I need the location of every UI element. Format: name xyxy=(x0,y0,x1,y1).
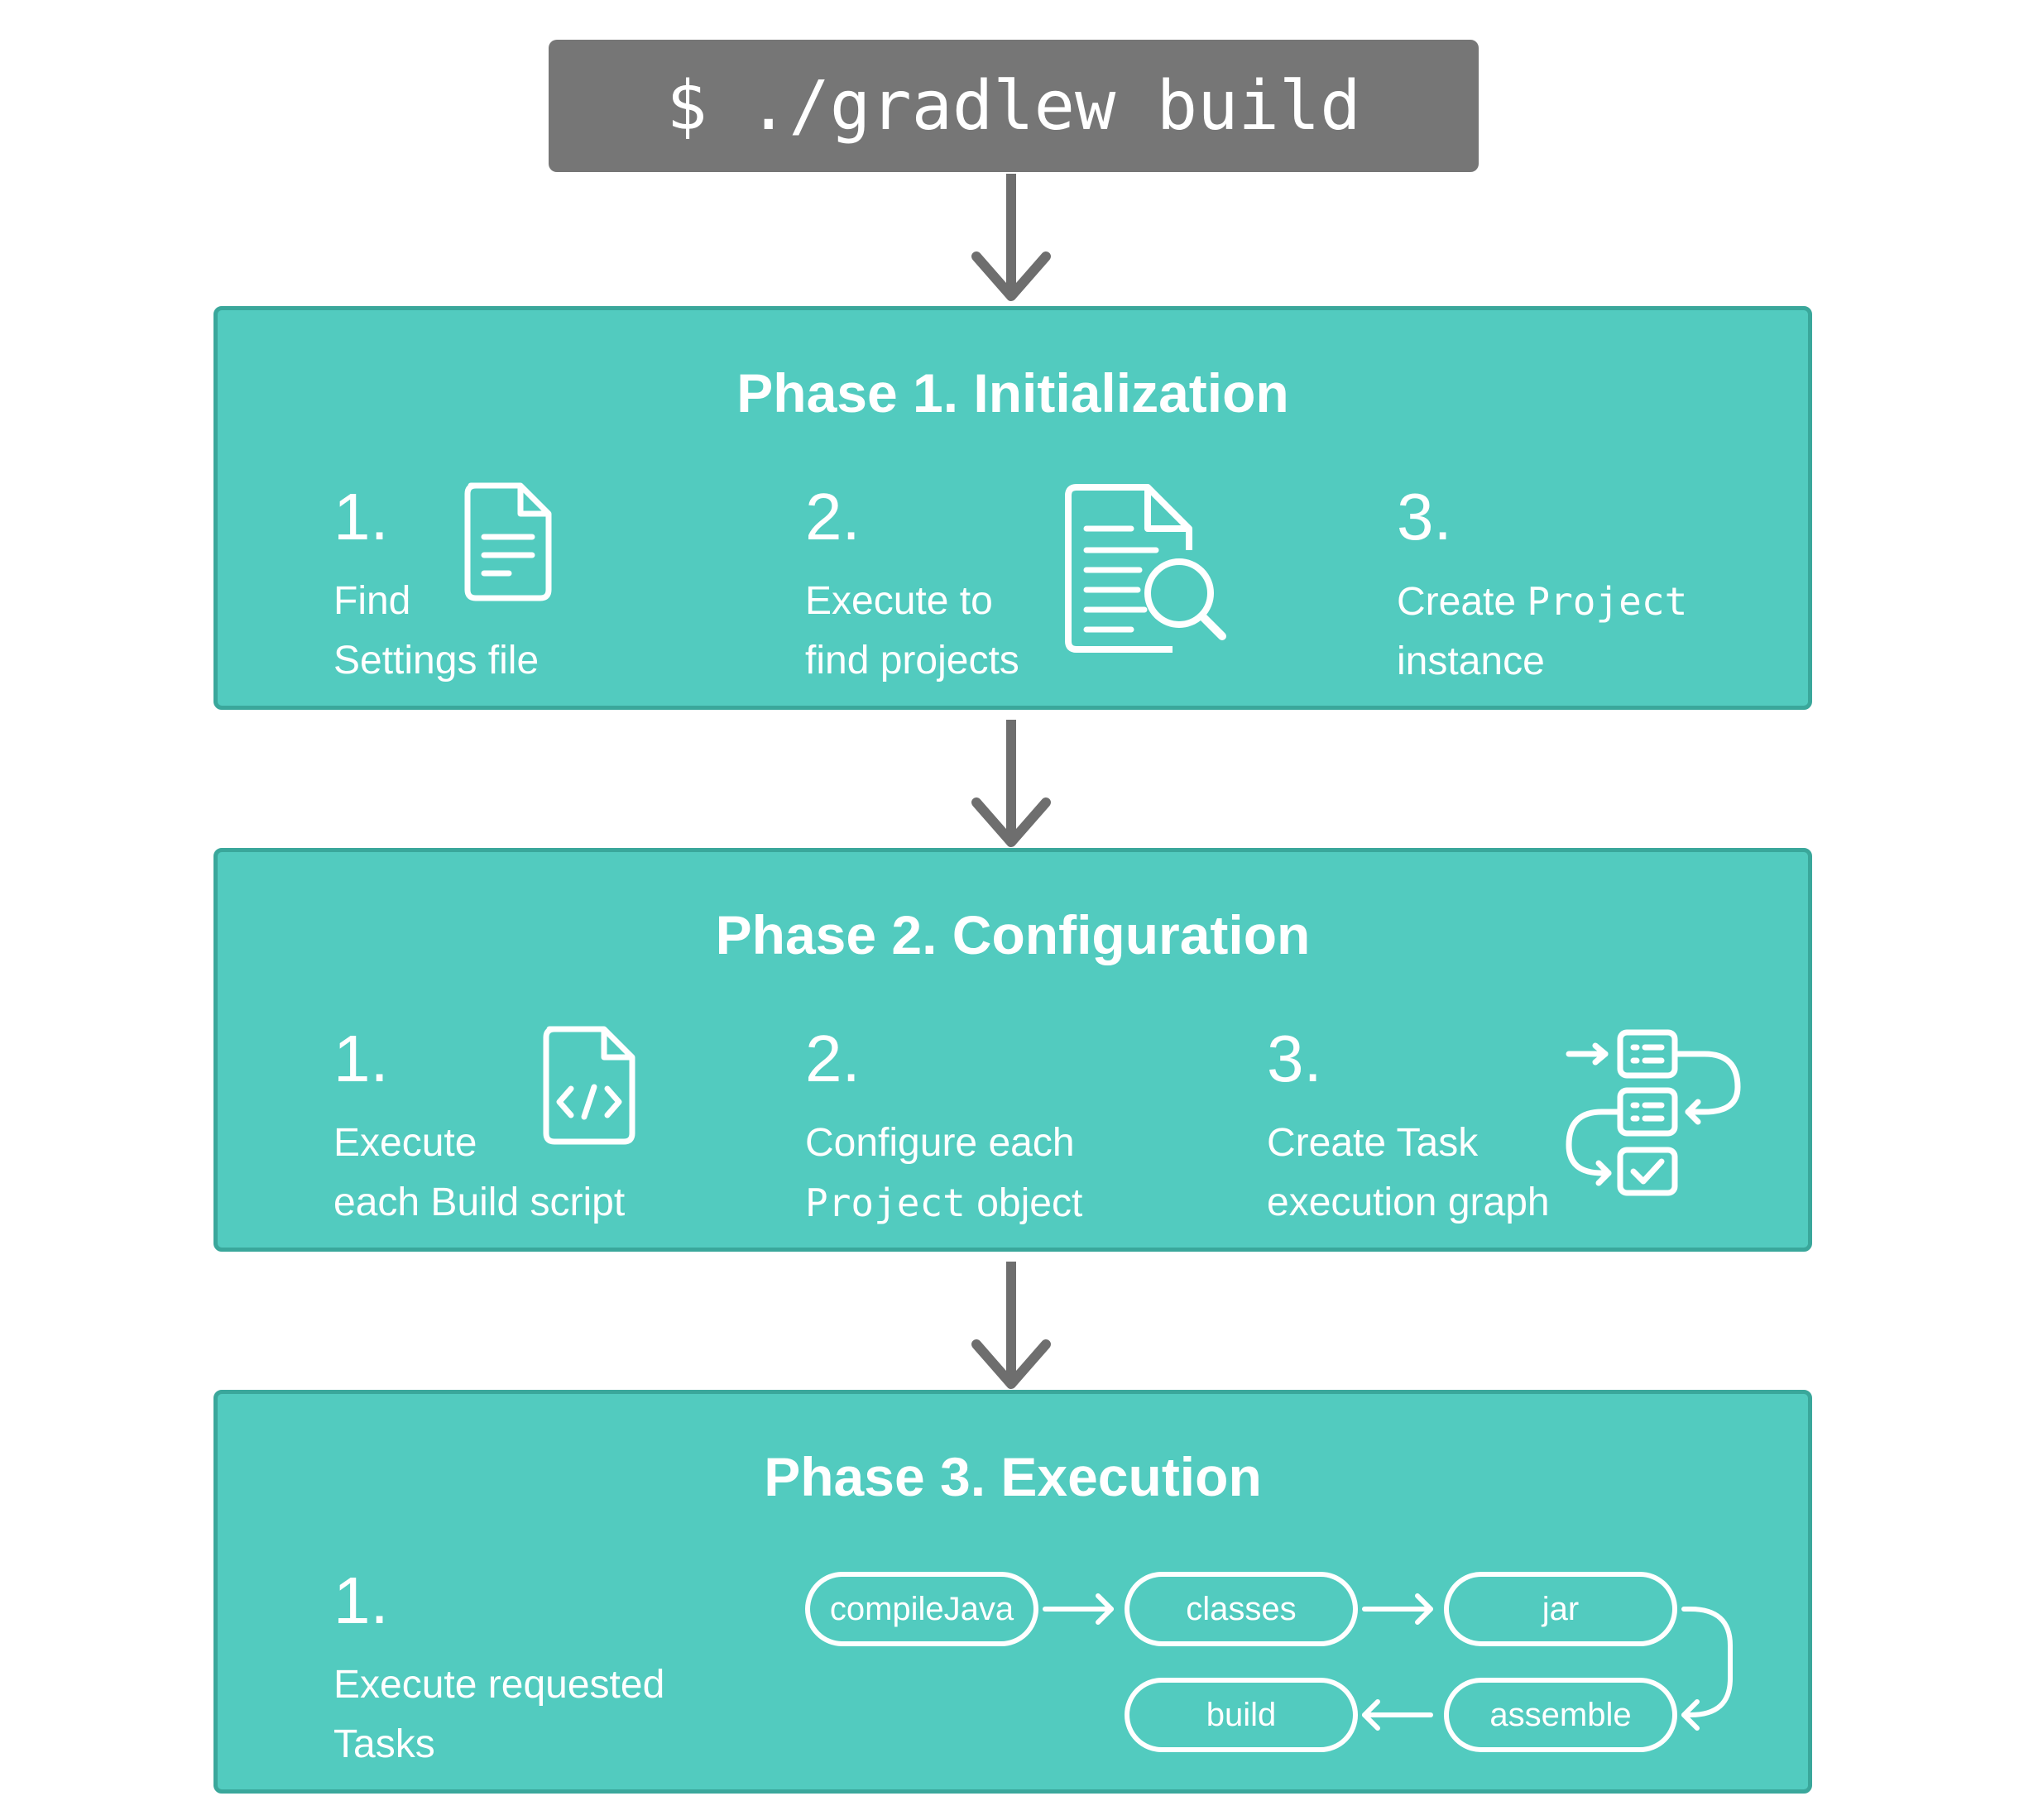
task-classes: classes xyxy=(1125,1572,1358,1646)
step-create-project: 3. Create Project instance xyxy=(1397,484,1687,692)
step-create-task-graph: 3. Create Task execution graph xyxy=(1267,1026,1550,1233)
task-jar: jar xyxy=(1444,1572,1677,1646)
step-configure-projects: 2. Configure each Project object xyxy=(805,1026,1082,1233)
phase-execution: Phase 3. Execution 1. Execute requested … xyxy=(213,1390,1812,1794)
command-bar: $ ./gradlew build xyxy=(549,40,1479,172)
phase-configuration: Phase 2. Configuration 1. Execute each B… xyxy=(213,848,1812,1252)
arrow-down-icon xyxy=(971,174,1051,301)
step-line: find projects xyxy=(805,639,1019,682)
step-find-projects: 2. Execute to find projects xyxy=(805,484,1019,691)
task-graph-icon xyxy=(1566,1029,1741,1196)
step-line: Find xyxy=(333,579,411,623)
step-number: 2. xyxy=(805,1022,861,1095)
step-line: Tasks xyxy=(333,1722,435,1766)
step-line: Create Task xyxy=(1267,1121,1479,1165)
step-line: Project object xyxy=(805,1173,1082,1233)
step-execute-build-scripts: 1. Execute each Build script xyxy=(333,1026,625,1233)
step-number: 3. xyxy=(1267,1022,1322,1095)
step-line: Configure each xyxy=(805,1121,1075,1165)
task-flow-arrows xyxy=(1043,1593,1733,1731)
step-line: Execute to xyxy=(805,579,993,623)
phase-title: Phase 1. Initialization xyxy=(736,362,1289,424)
document-icon xyxy=(464,482,552,601)
code-project: Project xyxy=(805,1181,966,1225)
task-assemble: assemble xyxy=(1444,1678,1677,1752)
step-line: instance xyxy=(1397,639,1545,683)
step-number: 1. xyxy=(333,480,389,553)
arrow-down-icon xyxy=(971,720,1051,847)
phase-initialization: Phase 1. Initialization 1. Find Settings… xyxy=(213,306,1812,710)
arrow-down-icon xyxy=(971,1262,1051,1389)
step-execute-tasks: 1. Execute requested Tasks xyxy=(333,1568,664,1774)
code-file-icon xyxy=(543,1026,635,1145)
step-number: 1. xyxy=(333,1022,389,1095)
document-search-icon xyxy=(1065,484,1226,653)
step-number: 2. xyxy=(805,480,861,553)
task-compilejava: compileJava xyxy=(805,1572,1038,1646)
step-line: Settings file xyxy=(333,639,540,682)
step-line: execution graph xyxy=(1267,1181,1550,1224)
phase-title: Phase 3. Execution xyxy=(764,1446,1262,1507)
code-project: Project xyxy=(1527,579,1688,624)
step-number: 3. xyxy=(1397,480,1452,553)
step-text-part: object xyxy=(965,1181,1083,1225)
step-find-settings: 1. Find Settings file xyxy=(333,484,539,691)
step-line: each Build script xyxy=(333,1181,626,1224)
task-build: build xyxy=(1125,1678,1358,1752)
phase-title: Phase 2. Configuration xyxy=(715,904,1311,965)
step-line: Create Project xyxy=(1397,572,1687,632)
step-number: 1. xyxy=(333,1564,389,1637)
step-text-part: Create xyxy=(1397,580,1527,624)
step-line: Execute xyxy=(333,1121,477,1165)
step-line: Execute requested xyxy=(333,1663,665,1707)
command-text: $ ./gradlew build xyxy=(666,66,1361,146)
